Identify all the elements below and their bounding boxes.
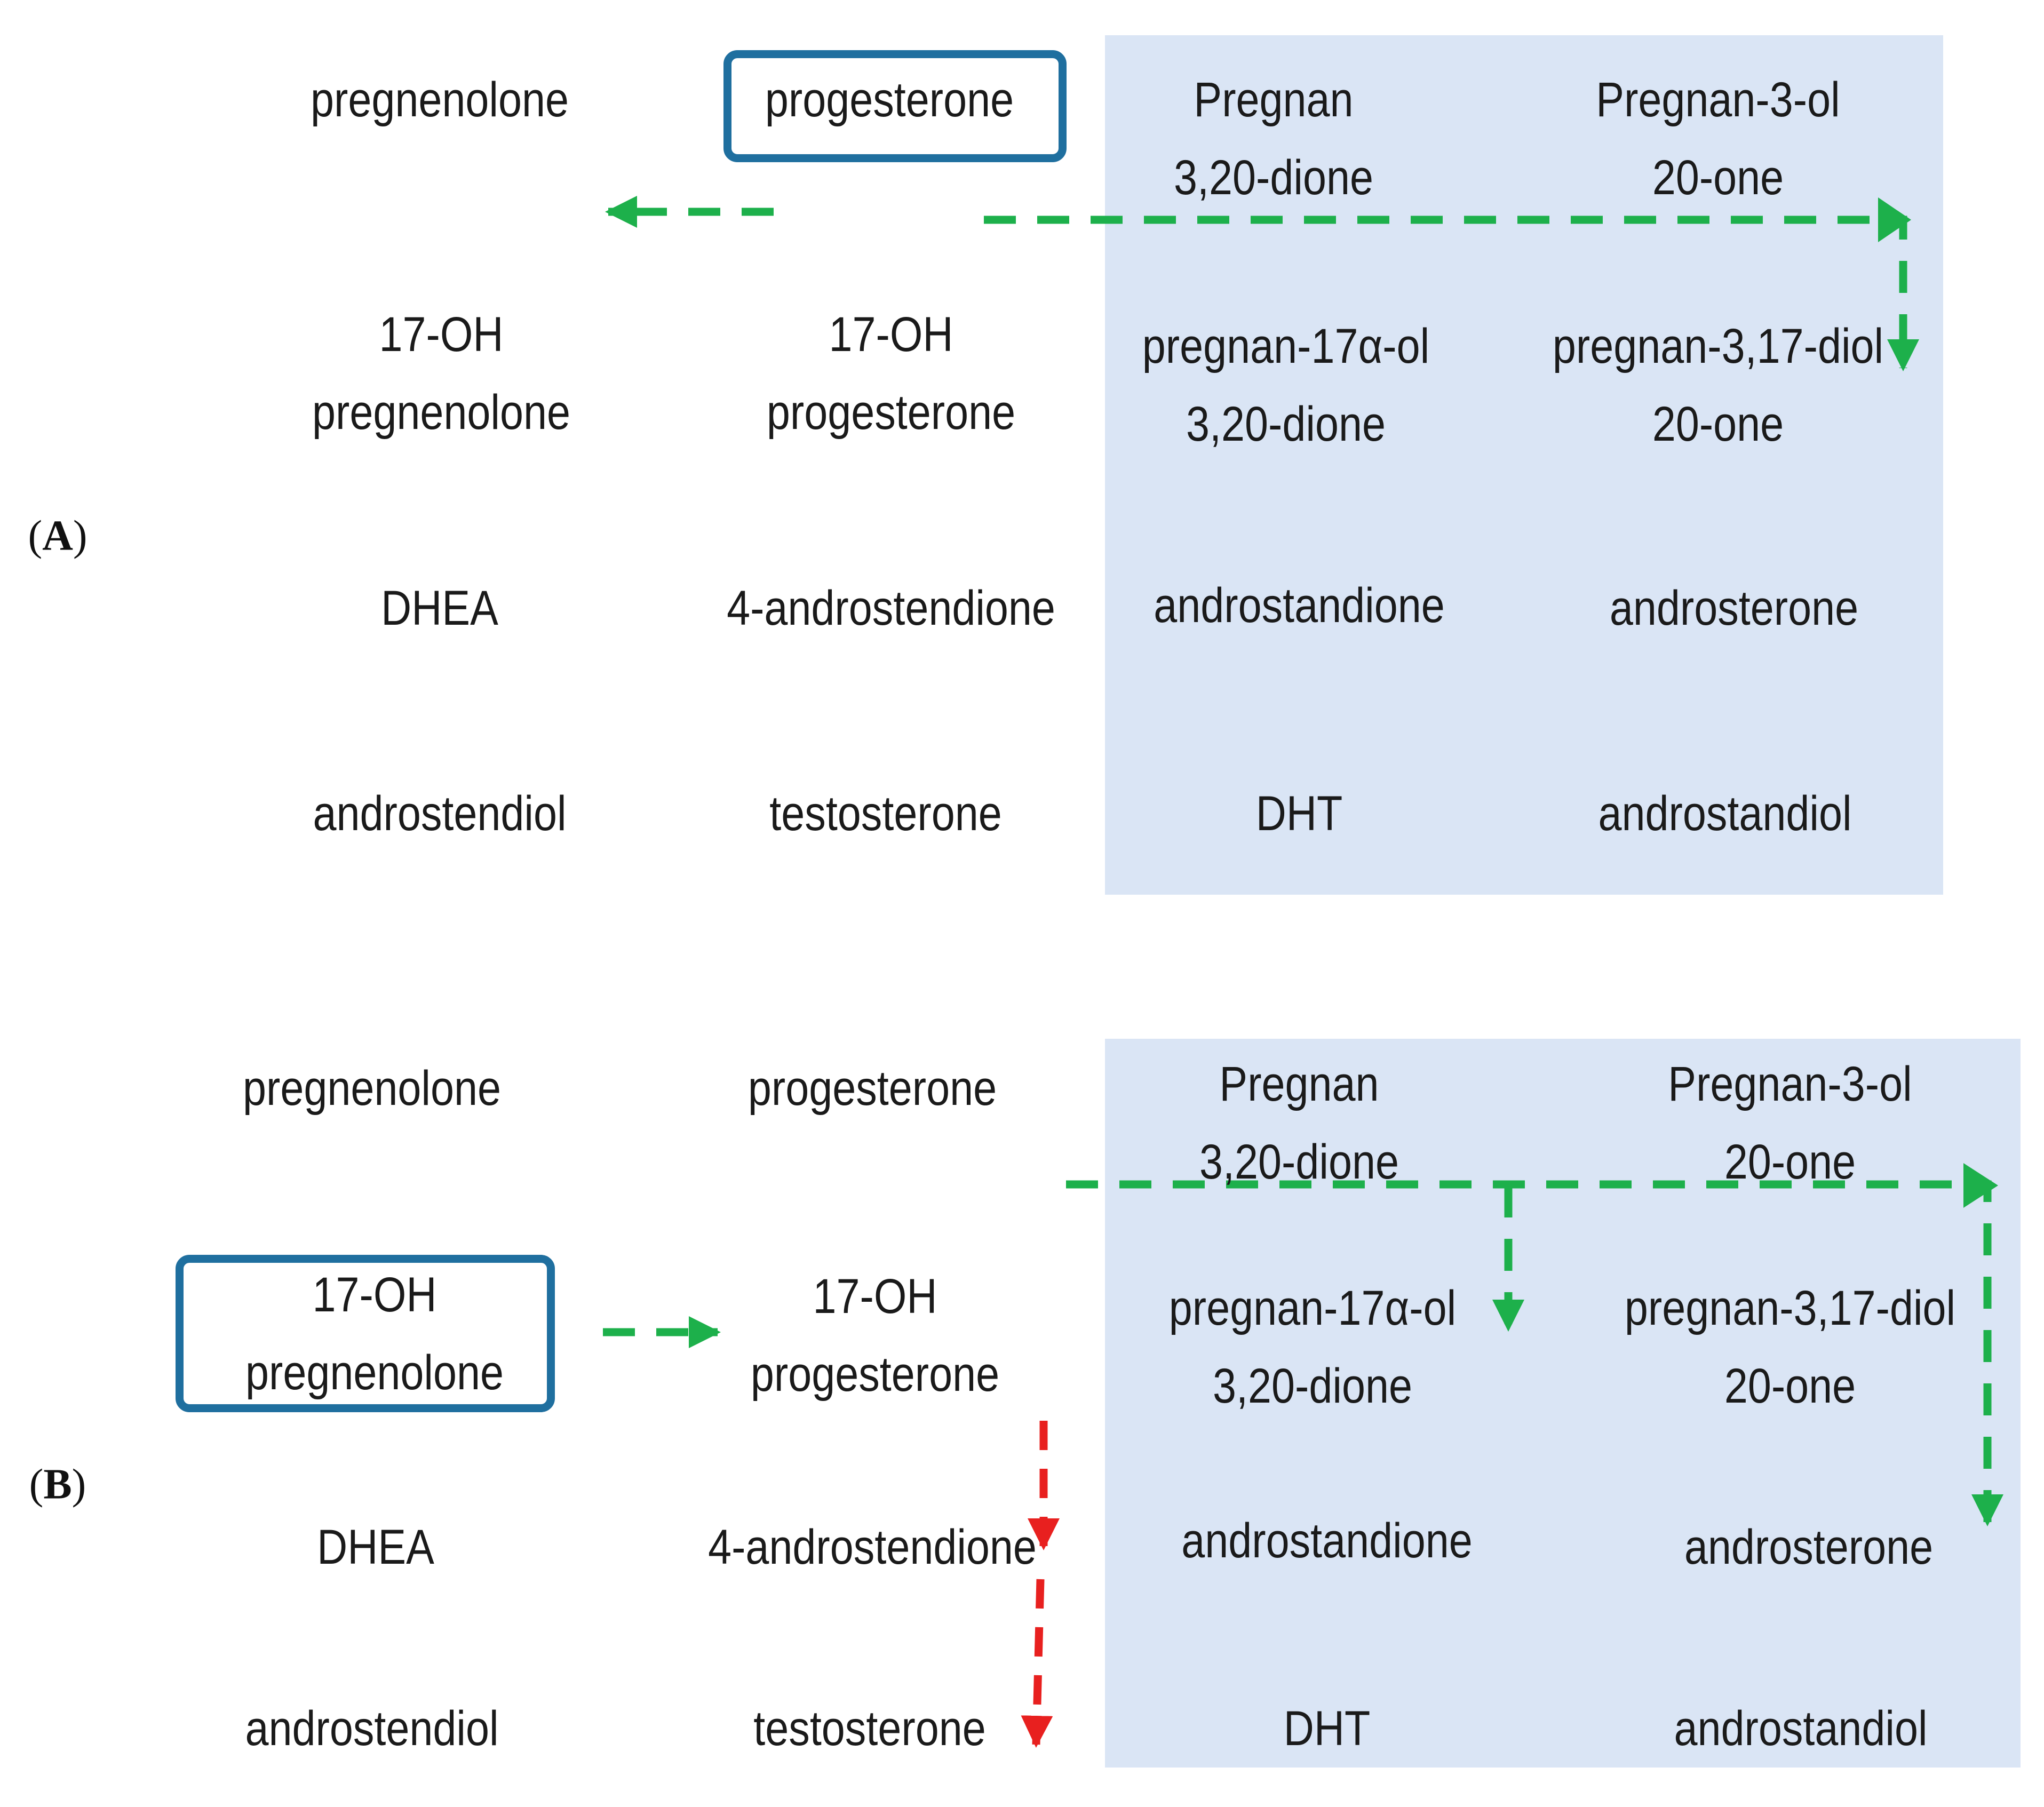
panel-b-androstandiol: androstandiol xyxy=(1674,1701,1928,1756)
panel-a-progesterone-highlight-box xyxy=(723,50,1067,162)
panel-a-dht: DHT xyxy=(1255,786,1343,841)
panel-a-pregnan-3-17-diol-20-one: pregnan-3,17-diol 20-one xyxy=(1552,319,1884,451)
panel-b-pregnan-3-17-diol-20-one: pregnan-3,17-diol 20-one xyxy=(1624,1281,1956,1413)
panel-a-androstandiol: androstandiol xyxy=(1598,786,1852,841)
panel-a-testosterone: testosterone xyxy=(769,786,1002,841)
panel-a-dhea: DHEA xyxy=(381,581,498,635)
panel-a-17oh-progesterone: 17-OH progesterone xyxy=(766,307,1016,440)
panel-label-b: (B) xyxy=(29,1461,86,1508)
panel-b-17oh-pregnenolone: 17-OH pregnenolone xyxy=(245,1268,504,1400)
panel-b-arrowhead-right xyxy=(1963,1163,1998,1208)
panel-b-androstandione: androstandione xyxy=(1181,1514,1473,1568)
panel-label-a: (A) xyxy=(28,512,88,560)
panel-a-pregnan-3-ol-20-one: Pregnan-3-ol 20-one xyxy=(1596,73,1840,205)
panel-b-shaded-region xyxy=(1105,1039,2021,1768)
panel-b-pregnan-3-ol-20-one: Pregnan-3-ol 20-one xyxy=(1668,1057,1912,1189)
panel-b-androsterone: androsterone xyxy=(1684,1520,1934,1574)
panel-b-pregnan-17a-ol-3-20-dione: pregnan-17α-ol 3,20-dione xyxy=(1168,1281,1457,1413)
panel-b-testosterone: testosterone xyxy=(753,1701,986,1756)
panel-b-17oh-progesterone: 17-OH progesterone xyxy=(750,1269,1000,1402)
panel-a-pregnan-3-20-dione: Pregnan 3,20-dione xyxy=(1174,73,1373,205)
panel-b-pregnan-3-20-dione: Pregnan 3,20-dione xyxy=(1199,1057,1399,1189)
panel-a-17oh-pregnenolone: 17-OH pregnenolone xyxy=(312,307,570,440)
panel-b-dhea: DHEA xyxy=(317,1520,434,1574)
panel-b-androstendiol: androstendiol xyxy=(245,1701,499,1756)
panel-b-dht: DHT xyxy=(1283,1701,1371,1756)
panel-b-4-androstendione: 4-androstendione xyxy=(708,1520,1037,1574)
panel-a-progesterone: progesterone xyxy=(765,73,1014,127)
panel-a-androsterone: androsterone xyxy=(1609,581,1859,635)
panel-b-17oh-pregnenolone-highlight-box xyxy=(176,1255,555,1412)
panel-a-androstandione: androstandione xyxy=(1154,578,1445,633)
panel-a-pregnan-17a-ol-3-20-dione: pregnan-17α-ol 3,20-dione xyxy=(1142,319,1430,451)
panel-a-shaded-region xyxy=(1105,35,1943,895)
panel-b-pregnenolone: pregnenolone xyxy=(243,1061,501,1116)
panel-b-progesterone: progesterone xyxy=(747,1061,997,1116)
panel-a-pregnenolone: pregnenolone xyxy=(311,73,569,127)
panel-b-red-arrow-to-testosterone xyxy=(1021,1579,1053,1748)
panel-a-4-androstendione: 4-androstendione xyxy=(727,581,1055,635)
panel-a-arrowhead-right xyxy=(1878,197,1911,242)
panel-a-androstendiol: androstendiol xyxy=(313,786,567,841)
